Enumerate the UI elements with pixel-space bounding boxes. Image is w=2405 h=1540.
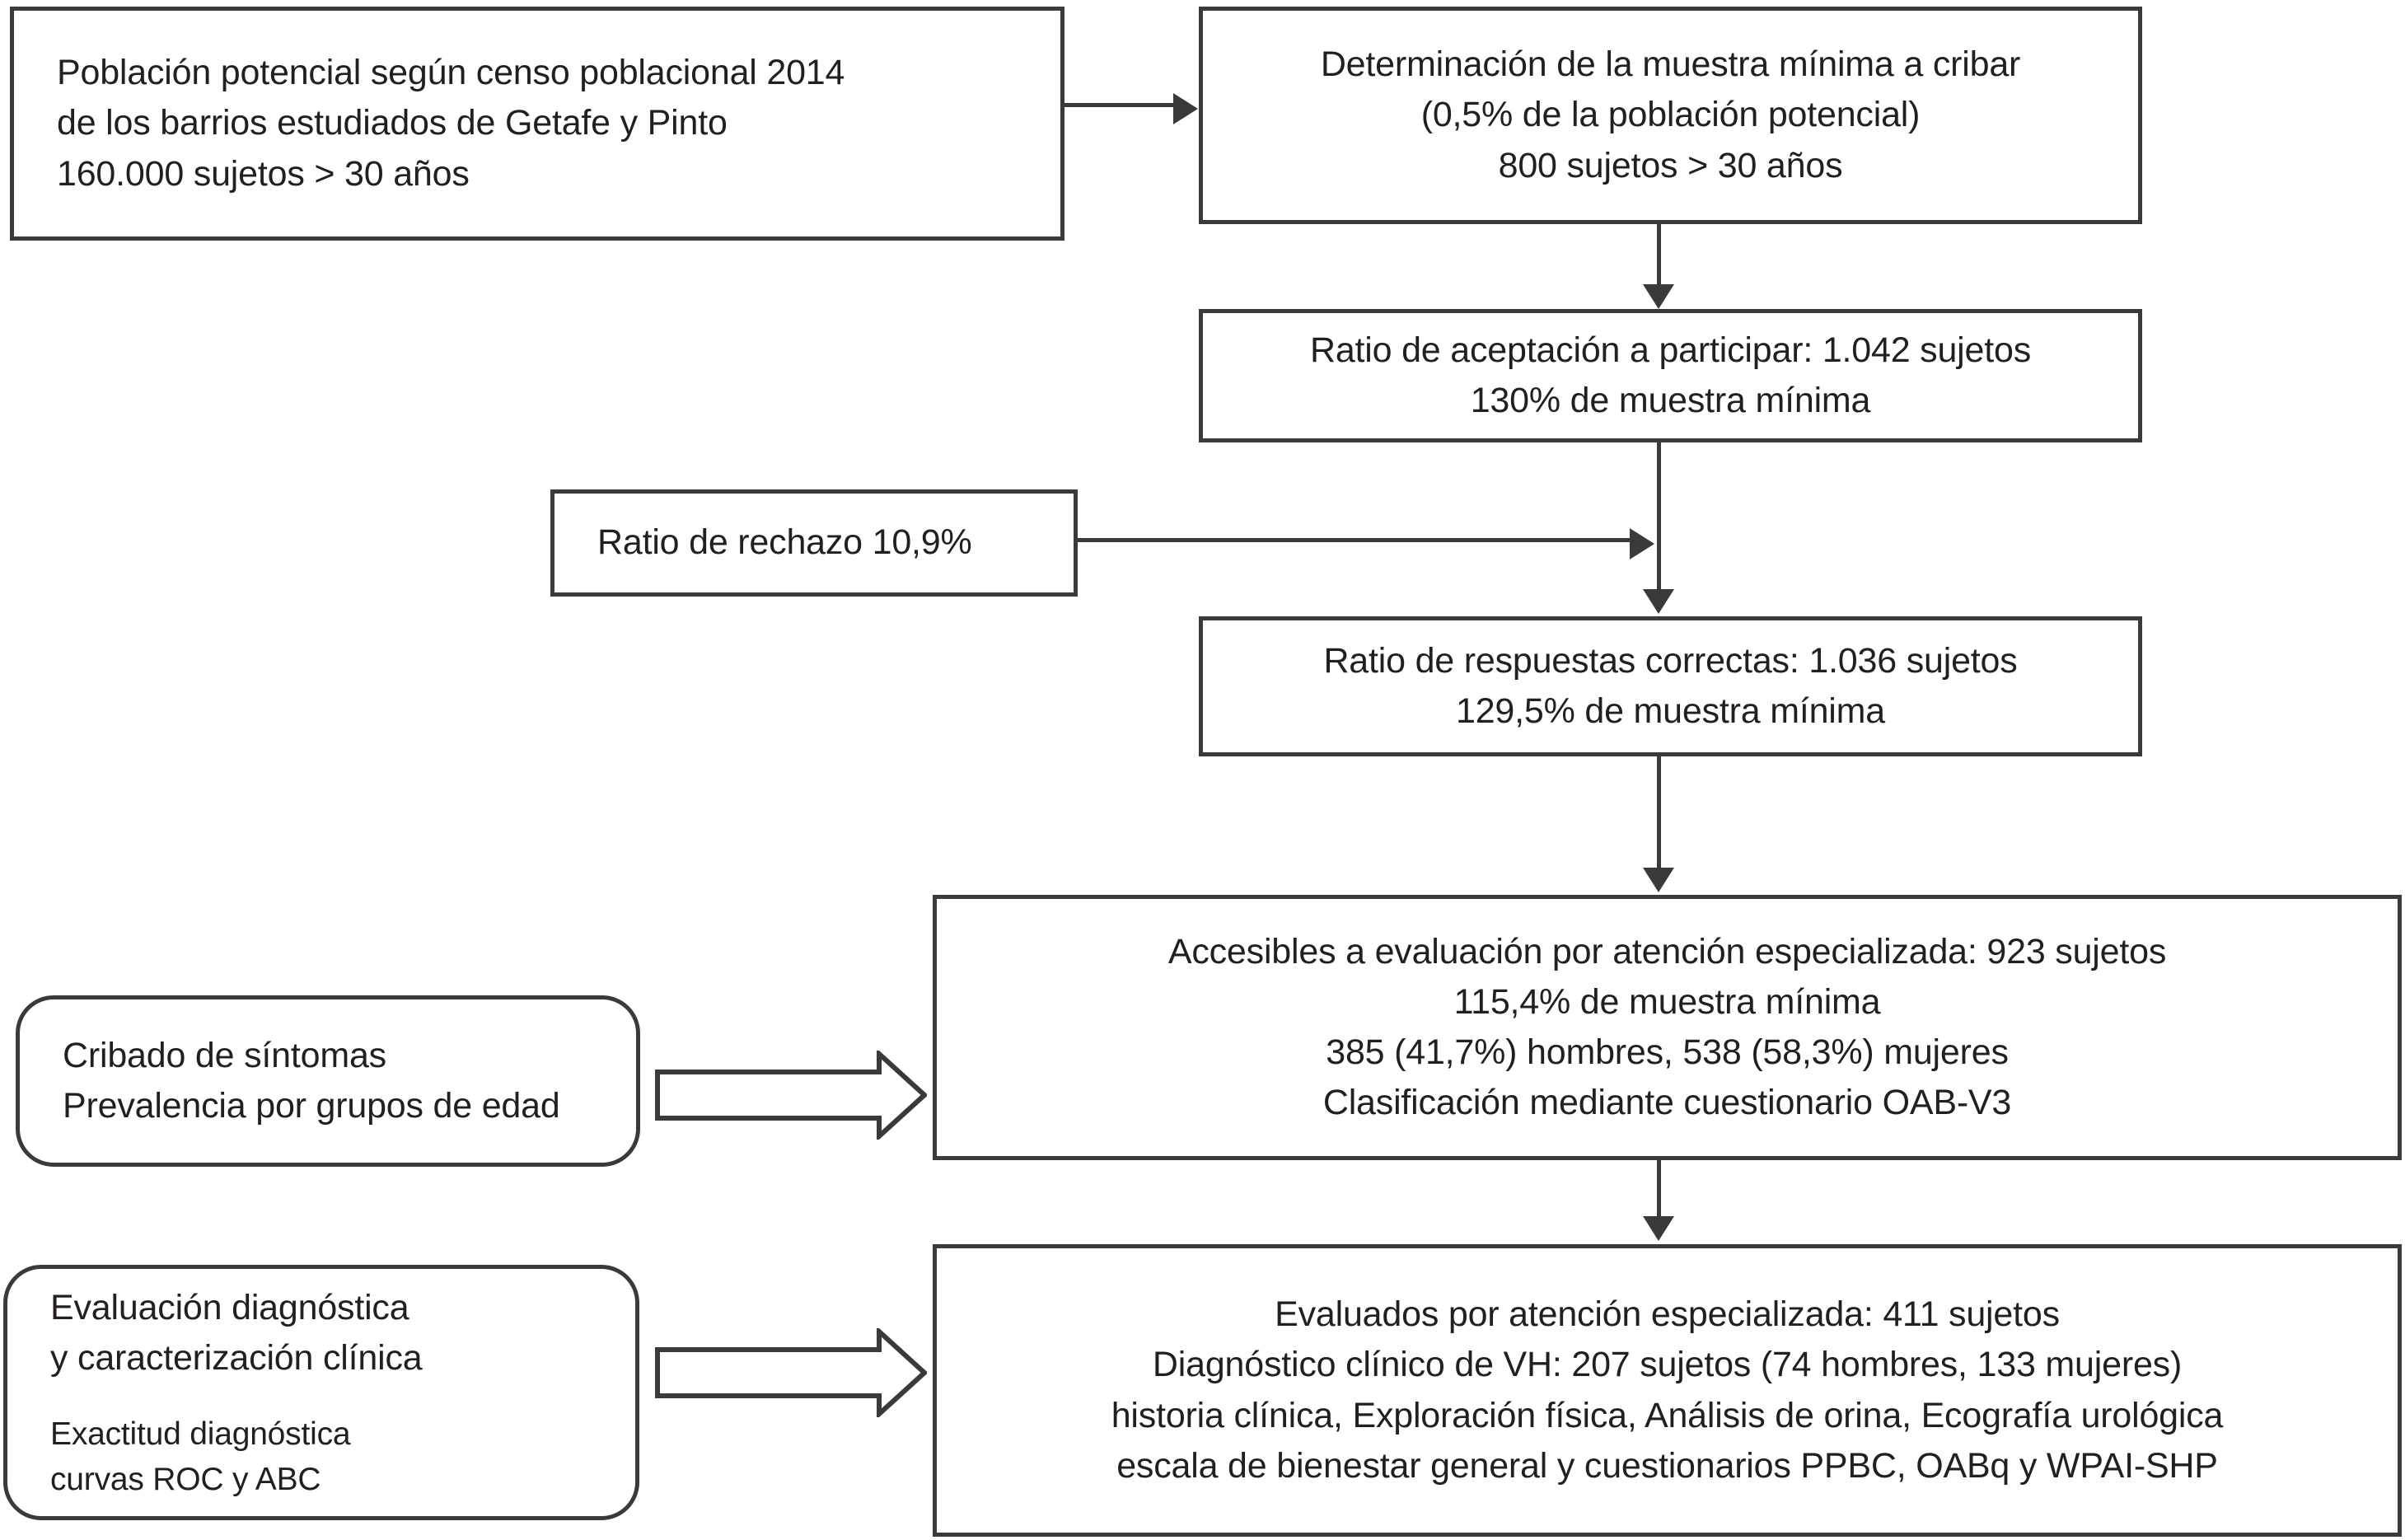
- node-respuestas-correctas-line-1: Ratio de respuestas correctas: 1.036 suj…: [1323, 640, 2018, 681]
- node-evaluados-especializada-line-2: Diagnóstico clínico de VH: 207 sujetos (…: [1152, 1345, 2183, 1385]
- connector-respuestas-to-accesibles-line: [1657, 756, 1661, 872]
- node-ratio-aceptacion-line-1: Ratio de aceptación a participar: 1.042 …: [1309, 330, 2032, 370]
- node-ratio-rechazo: Ratio de rechazo 10,9%: [550, 489, 1078, 597]
- node-ratio-aceptacion-line-2: 130% de muestra mínima: [1470, 381, 1871, 420]
- node-accesibles-evaluacion: Accesibles a evaluación por atención esp…: [933, 895, 2402, 1160]
- node-cribado-sintomas: Cribado de síntomas Prevalencia por grup…: [16, 995, 640, 1167]
- node-muestra-minima-line-3: 800 sujetos > 30 años: [1498, 145, 1843, 185]
- node-respuestas-correctas-line-2: 129,5% de muestra mínima: [1455, 691, 1885, 731]
- node-muestra-minima-line-1: Determinación de la muestra mínima a cri…: [1320, 44, 2021, 85]
- connector-aceptacion-to-respuestas-arrowhead: [1643, 589, 1674, 614]
- connector-poblacion-to-muestra-arrowhead: [1173, 93, 1198, 124]
- node-evaluacion-diagnostica: Evaluación diagnóstica y caracterización…: [3, 1265, 639, 1520]
- connector-accesibles-to-evaluados-arrowhead: [1643, 1216, 1674, 1241]
- node-ratio-aceptacion: Ratio de aceptación a participar: 1.042 …: [1199, 309, 2142, 442]
- node-accesibles-evaluacion-line-2: 115,4% de muestra mínima: [1453, 981, 1881, 1022]
- node-evaluados-especializada-line-3: historia clínica, Exploración física, An…: [1111, 1395, 2224, 1435]
- node-evaluados-especializada-line-4: escala de bienestar general y cuestionar…: [1116, 1445, 2218, 1486]
- connector-aceptacion-to-respuestas-line: [1657, 442, 1661, 595]
- connector-rechazo-to-spine-arrowhead: [1630, 528, 1654, 559]
- connector-poblacion-to-muestra-line: [1064, 103, 1175, 107]
- connector-muestra-to-aceptacion-line: [1657, 224, 1661, 290]
- node-ratio-rechazo-line-1: Ratio de rechazo 10,9%: [597, 522, 972, 563]
- connector-muestra-to-aceptacion-arrowhead: [1643, 284, 1674, 309]
- connector-cribado-to-accesibles: [655, 1051, 927, 1140]
- node-cribado-sintomas-line-1: Cribado de síntomas: [63, 1035, 386, 1075]
- node-evaluacion-diagnostica-sub-line-1: Exactitud diagnóstica: [50, 1416, 351, 1452]
- node-evaluacion-diagnostica-line-2: y caracterización clínica: [50, 1337, 423, 1378]
- connector-rechazo-to-spine-line: [1078, 538, 1631, 542]
- node-muestra-minima-line-2: (0,5% de la población potencial): [1420, 95, 1921, 135]
- node-evaluados-especializada-line-1: Evaluados por atención especializada: 41…: [1275, 1294, 2060, 1335]
- node-poblacion-potencial: Población potencial según censo poblacio…: [10, 7, 1064, 241]
- node-poblacion-potencial-line-3: 160.000 sujetos > 30 años: [57, 153, 470, 194]
- node-evaluacion-diagnostica-sub-line-2: curvas ROC y ABC: [50, 1462, 321, 1498]
- connector-diagnostica-to-evaluados: [655, 1328, 927, 1417]
- node-cribado-sintomas-line-2: Prevalencia por grupos de edad: [63, 1086, 560, 1126]
- node-accesibles-evaluacion-line-1: Accesibles a evaluación por atención esp…: [1167, 931, 2167, 971]
- node-evaluacion-diagnostica-line-1: Evaluación diagnóstica: [50, 1287, 409, 1327]
- node-poblacion-potencial-line-1: Población potencial según censo poblacio…: [57, 53, 845, 93]
- node-muestra-minima: Determinación de la muestra mínima a cri…: [1199, 7, 2142, 224]
- connector-accesibles-to-evaluados-line: [1657, 1160, 1661, 1219]
- connector-respuestas-to-accesibles-arrowhead: [1643, 868, 1674, 892]
- node-respuestas-correctas: Ratio de respuestas correctas: 1.036 suj…: [1199, 616, 2142, 756]
- node-accesibles-evaluacion-line-4: Clasificación mediante cuestionario OAB-…: [1322, 1083, 2012, 1123]
- node-poblacion-potencial-line-2: de los barrios estudiados de Getafe y Pi…: [57, 103, 728, 143]
- node-evaluados-especializada: Evaluados por atención especializada: 41…: [933, 1244, 2402, 1537]
- node-accesibles-evaluacion-line-3: 385 (41,7%) hombres, 538 (58,3%) mujeres: [1326, 1032, 2009, 1072]
